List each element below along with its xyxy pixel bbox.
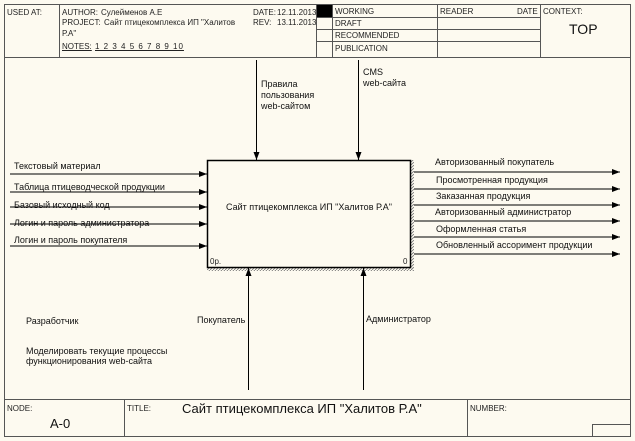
control-label-rules: Правила пользования web-сайтом <box>261 79 315 111</box>
number-label: NUMBER: <box>470 404 507 413</box>
project-label: PROJECT: <box>62 18 101 27</box>
notes: 1 2 3 4 5 6 7 8 9 10 <box>95 42 184 51</box>
control-label-cms: CMS web-сайта <box>363 67 407 88</box>
working-status-marker <box>317 5 332 17</box>
purpose-note-1: Моделировать текущие процессы <box>26 346 168 356</box>
purpose-note-2: функционирования web-сайта <box>26 356 153 366</box>
title-label: TITLE: <box>127 404 152 413</box>
input-label: Логин и пароль покупателя <box>14 235 128 245</box>
author: Сулейменов А.Е <box>101 8 163 17</box>
node-label: NODE: <box>7 404 33 413</box>
author-label: AUTHOR: <box>62 8 98 17</box>
input-label: Таблица птицеводческой продукции <box>14 182 165 192</box>
project-line1: Сайт птицекомплекса ИП "Халитов <box>104 18 236 27</box>
used-at-label: USED AT: <box>7 8 42 17</box>
output-label: Заказанная продукция <box>436 191 531 201</box>
status-working: WORKING <box>335 7 375 16</box>
status-recommended: RECOMMENDED <box>335 31 400 40</box>
activity-number: 0 <box>403 257 408 266</box>
input-label: Логин и пароль администратора <box>14 218 150 228</box>
mechanism-label: Покупатель <box>197 315 246 325</box>
rev: 13.11.2013 <box>277 18 317 27</box>
activity-cost: 0р. <box>210 257 222 266</box>
output-label: Обновленный ассоримент продукции <box>436 240 593 250</box>
outer-frame <box>4 4 631 437</box>
status-publication: PUBLICATION <box>335 44 388 53</box>
output-label: Оформленная статья <box>436 224 527 234</box>
date: 12.11.2013 <box>277 8 317 17</box>
context-label: CONTEXT: <box>543 7 583 16</box>
input-label: Текстовый материал <box>14 161 101 171</box>
input-label: Базовый исходный код <box>14 200 110 210</box>
mechanism-label: Администратор <box>366 314 431 324</box>
diagram-title: Сайт птицекомплекса ИП "Халитов Р.А" <box>182 401 422 416</box>
date-label: DATE: <box>253 8 276 17</box>
rev-label: REV: <box>253 18 272 27</box>
activity-name[interactable]: Сайт птицекомплекса ИП "Халитов Р.А" <box>226 202 392 212</box>
notes-label: NOTES: <box>62 42 92 51</box>
context-value: TOP <box>569 21 598 37</box>
project-line2: Р.А" <box>62 29 77 38</box>
output-label: Просмотренная продукция <box>436 175 548 185</box>
reader-label: READER <box>440 7 474 16</box>
node-value: A-0 <box>50 416 71 431</box>
activity-box <box>206 159 412 269</box>
viewpoint-note: Разработчик <box>26 316 79 326</box>
output-label: Авторизованный администратор <box>435 207 572 217</box>
reader-date-label: DATE <box>517 7 538 16</box>
output-label: Авторизованный покупатель <box>435 157 555 167</box>
status-draft: DRAFT <box>335 19 362 28</box>
